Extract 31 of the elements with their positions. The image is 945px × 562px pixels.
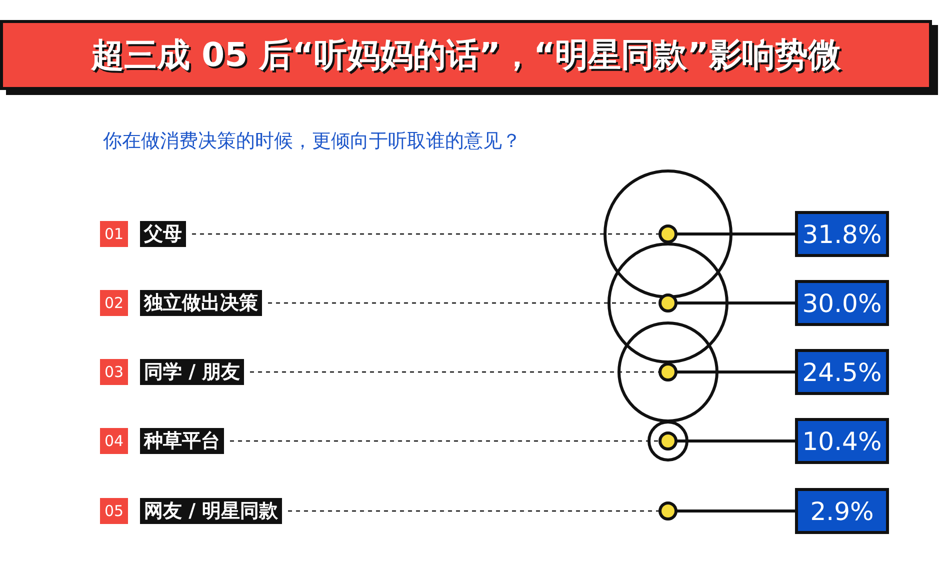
connector-line: [677, 232, 795, 236]
percent-box: 31.8%: [795, 211, 889, 257]
option-label: 种草平台: [140, 428, 224, 454]
connector-line: [677, 302, 795, 304]
percent-box: 30.0%: [795, 280, 889, 326]
percent-box: 10.4%: [795, 418, 889, 464]
number-badge: 02: [100, 290, 128, 316]
percent-box: 2.9%: [795, 488, 889, 534]
leader-line: [230, 440, 659, 442]
option-label: 网友 / 明星同款: [140, 498, 282, 524]
title: 超三成 05 后“听妈妈的话”，“明星同款”影响势微: [91, 34, 841, 76]
option-label: 父母: [140, 221, 186, 247]
option-label: 同学 / 朋友: [140, 359, 244, 385]
leader-line: [268, 302, 659, 304]
marker-dot: [658, 224, 678, 244]
marker-dot: [658, 294, 678, 312]
marker-dot: [658, 362, 678, 382]
marker-dot: [658, 432, 678, 450]
number-badge: 03: [100, 359, 128, 385]
option-label: 独立做出决策: [140, 290, 262, 316]
percent-box: 24.5%: [795, 349, 889, 395]
leader-line: [192, 233, 659, 235]
connector-line: [677, 510, 795, 512]
number-badge: 04: [100, 428, 128, 454]
marker-dot: [658, 502, 678, 520]
number-badge: 01: [100, 221, 128, 247]
connector-line: [677, 370, 795, 374]
question-text: 你在做消费决策的时候，更倾向于听取谁的意见？: [103, 129, 521, 154]
number-badge: 05: [100, 498, 128, 524]
leader-line: [288, 510, 659, 512]
connector-line: [677, 440, 795, 442]
